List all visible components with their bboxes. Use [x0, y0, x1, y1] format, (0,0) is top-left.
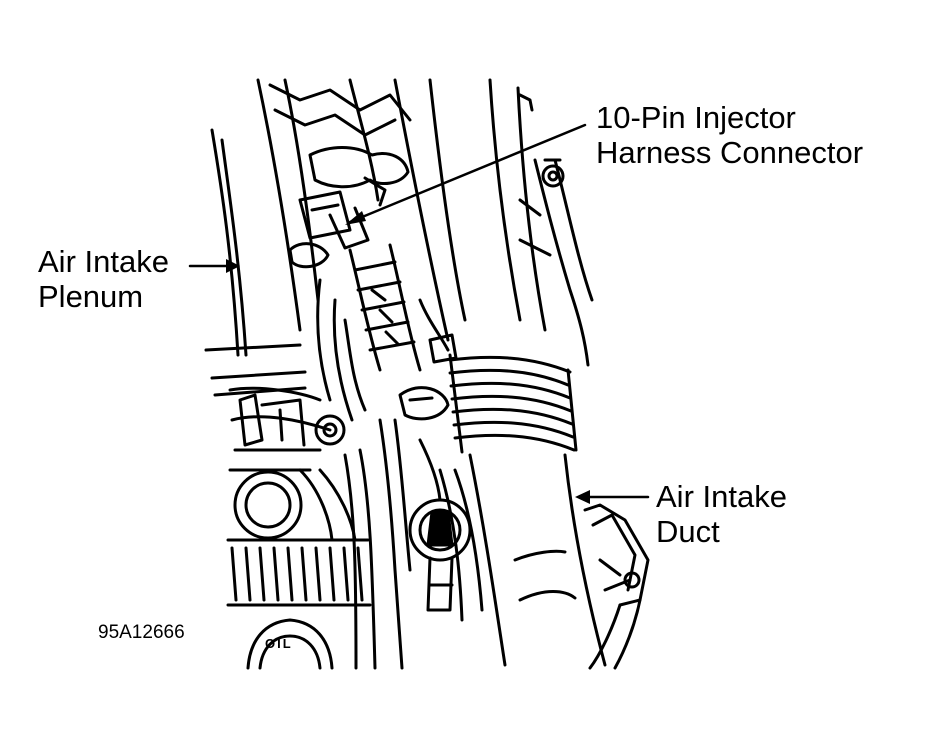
label-intake-duct-line2: Duct: [656, 514, 720, 549]
label-injector-connector-line2: Harness Connector: [596, 135, 864, 170]
right-bracket: [488, 78, 594, 367]
air-intake-duct: [448, 353, 650, 670]
arrowheads: [226, 211, 590, 504]
harness-column: [256, 78, 467, 422]
leader-lines: [188, 123, 650, 499]
sensor: [408, 498, 472, 612]
label-intake-duct-line1: Air Intake: [656, 479, 787, 514]
bolt: [541, 158, 565, 188]
label-injector-connector-line1: 10-Pin Injector: [596, 100, 796, 135]
label-intake-plenum-line2: Plenum: [38, 279, 144, 314]
label-intake-plenum-line1: Air Intake: [38, 244, 169, 279]
figure-code: 95A12666: [98, 622, 185, 643]
engine-block: [226, 386, 377, 670]
oil-filler-cap: [246, 618, 334, 670]
oil-cap-text: OIL: [265, 636, 293, 651]
hoses: [378, 386, 484, 670]
air-intake-plenum-outline: [204, 128, 307, 397]
